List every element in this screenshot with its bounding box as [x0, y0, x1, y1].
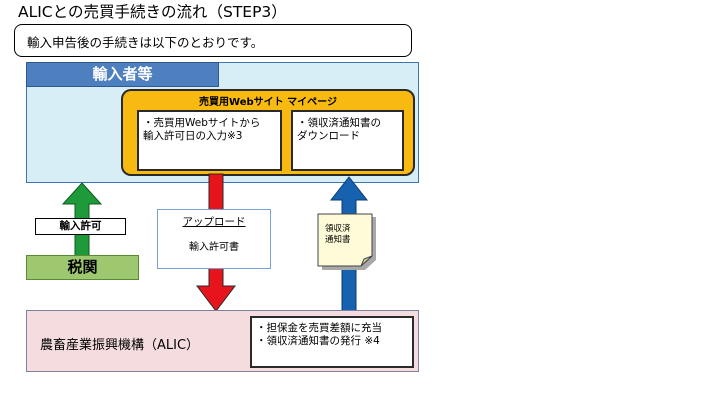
upload-label: アップロード — [182, 216, 246, 228]
importer-header: 輸入者等 — [26, 62, 219, 87]
import-permit-label: 輸入許可 — [35, 218, 126, 235]
portal-step-input-permit-date: ・売買用Webサイトから 輸入許可日の入力※3 — [137, 110, 282, 171]
import-permit-document-label: 輸入許可書 — [189, 242, 239, 253]
receipt-document-icon — [317, 213, 376, 270]
upload-callout — [157, 209, 271, 269]
alic-actions: ・担保金を売買差額に充当 ・領収済通知書の発行 ※4 — [250, 316, 414, 368]
intro-callout: 輸入申告後の手続きは以下のとおりです。 — [14, 24, 412, 57]
portal-title: 売買用Webサイト マイページ — [199, 97, 337, 108]
alic-name: 農畜産業振興機構（ALIC） — [40, 338, 200, 353]
portal-step-download-receipt: ・領収済通知書の ダウンロード — [291, 110, 404, 171]
receipt-document-label: 領収済 通知書 — [325, 224, 351, 245]
customs-box: 税関 — [26, 255, 139, 280]
page-title: ALICとの売買手続きの流れ（STEP3） — [18, 3, 287, 21]
